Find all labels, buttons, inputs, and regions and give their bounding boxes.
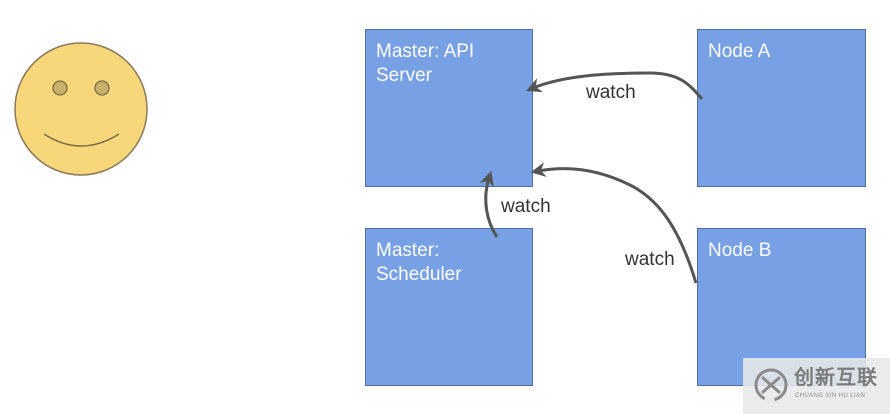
edge-label-node-b: watch bbox=[625, 249, 675, 270]
node-a: Node A bbox=[697, 29, 866, 187]
node-api-server-label-line2: Server bbox=[376, 65, 432, 86]
node-scheduler-label-line1: Master: bbox=[376, 240, 440, 261]
node-scheduler: Master: Scheduler bbox=[365, 228, 533, 386]
node-a-label: Node A bbox=[708, 40, 857, 64]
watermark-text: 创新互联 bbox=[794, 367, 878, 389]
watermark-subtext: CHUANG XIN HU LIAN bbox=[795, 393, 866, 399]
edge-label-scheduler: watch bbox=[501, 196, 551, 217]
node-b-label-line1: Node B bbox=[708, 240, 772, 261]
node-api-server-label-line1: Master: API bbox=[376, 41, 475, 62]
node-api-server-label: Master: API Server bbox=[376, 40, 524, 88]
swirl-logo-icon bbox=[754, 368, 788, 402]
smiley-face-icon bbox=[14, 42, 148, 176]
node-scheduler-label-line2: Scheduler bbox=[376, 264, 462, 285]
edge-label-node-a: watch bbox=[586, 82, 636, 103]
node-b-label: Node B bbox=[708, 239, 857, 263]
node-api-server: Master: API Server bbox=[365, 29, 533, 187]
watermark: 创新互联 CHUANG XIN HU LIAN bbox=[743, 358, 890, 414]
node-scheduler-label: Master: Scheduler bbox=[376, 239, 524, 287]
node-a-label-line1: Node A bbox=[708, 41, 771, 62]
